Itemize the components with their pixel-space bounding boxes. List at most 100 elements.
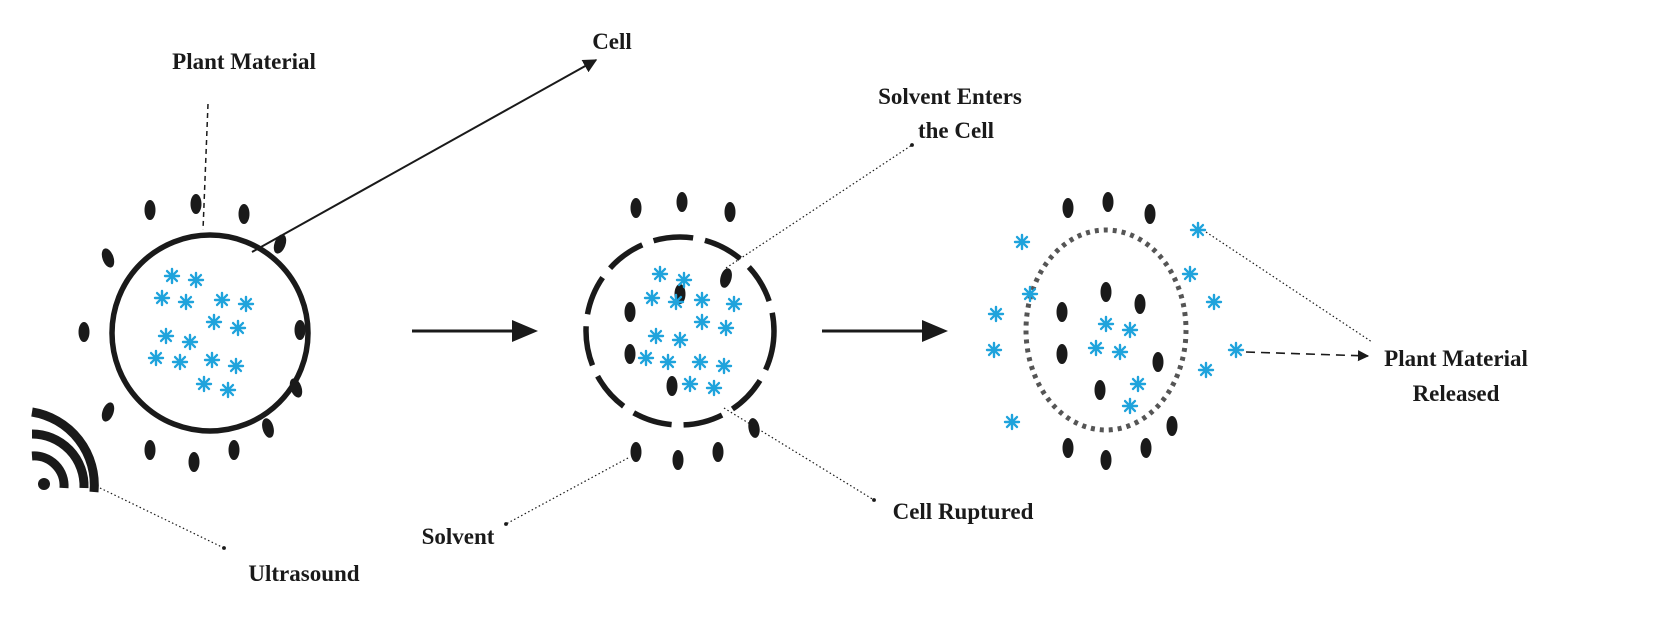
solvent-drop-icon [724,202,736,222]
asterisk-particle-icon [227,357,245,375]
plant-particles-stage3 [985,221,1245,431]
leader-ultrasound [99,487,226,550]
solvent-drop-icon [188,452,200,472]
process-arrow-2 [822,320,948,342]
asterisk-particle-icon [647,327,665,345]
asterisk-particle-icon [1181,265,1199,283]
solvent-drops-stage3 [1056,192,1178,470]
ultrasound-waves-icon [31,407,99,493]
asterisk-particle-icon [693,313,711,331]
plant-particles-stage1 [147,267,255,399]
asterisk-particle-icon [667,293,685,311]
asterisk-particle-icon [187,271,205,289]
leader-plant-material [202,103,209,231]
label-cell: Cell [592,29,632,54]
solvent-drop-icon [720,268,732,288]
stage-released-material [985,192,1245,470]
asterisk-particle-icon [1205,293,1223,311]
solvent-drop-icon [1062,198,1074,218]
asterisk-particle-icon [725,295,743,313]
solvent-drop-icon [712,442,724,462]
asterisk-particle-icon [1111,343,1129,361]
plant-particles-stage2 [637,265,743,397]
asterisk-particle-icon [181,333,199,351]
asterisk-particle-icon [717,319,735,337]
solvent-drop-icon [289,378,303,398]
solvent-drop-icon [624,302,636,322]
asterisk-particle-icon [1013,233,1031,251]
asterisk-particle-icon [1129,375,1147,393]
asterisk-particle-icon [643,289,661,307]
leader-released-upper [1205,231,1373,343]
solvent-drop-icon [748,418,760,438]
solvent-drop-icon [1166,416,1178,436]
asterisk-particle-icon [705,379,723,397]
asterisk-particle-icon [1227,341,1245,359]
solvent-drop-icon [1100,450,1112,470]
stage-intact-cell [78,194,311,472]
solvent-drop-icon [674,284,686,304]
solvent-drop-icon [672,450,684,470]
solvent-drop-icon [666,376,678,396]
asterisk-particle-icon [205,313,223,331]
asterisk-particle-icon [1197,361,1215,379]
asterisk-particle-icon [987,305,1005,323]
asterisk-particle-icon [985,341,1003,359]
solvent-drop-icon [238,204,250,224]
label-solvent-enters-line1: Solvent Enters [878,84,1022,109]
label-ultrasound: Ultrasound [248,561,359,586]
solvent-drop-icon [1094,380,1106,400]
label-plant-released-line1: Plant Material [1384,346,1528,371]
asterisk-particle-icon [691,353,709,371]
cell-membrane-ruptured [583,234,777,428]
solvent-drop-icon [262,418,274,438]
asterisk-particle-icon [1189,221,1207,239]
solvent-drop-icon [1100,282,1112,302]
asterisk-particle-icon [147,349,165,367]
asterisk-particle-icon [157,327,175,345]
asterisk-particle-icon [681,375,699,393]
solvent-drop-icon [101,248,115,268]
asterisk-particle-icon [213,291,231,309]
label-cell-ruptured: Cell Ruptured [893,499,1034,524]
asterisk-particle-icon [1087,339,1105,357]
label-solvent-enters-line2: the Cell [918,118,994,143]
solvent-drop-icon [228,440,240,460]
solvent-drop-icon [1056,344,1068,364]
process-arrow-1 [412,320,538,342]
asterisk-particle-icon [1121,397,1139,415]
solvent-drop-icon [1140,438,1152,458]
label-plant-released-line2: Released [1413,381,1500,406]
solvent-drop-icon [1062,438,1074,458]
asterisk-particle-icon [1003,413,1021,431]
solvent-drop-icon [144,200,156,220]
solvent-drop-icon [1144,204,1156,224]
leader-cell [251,59,598,253]
asterisk-particle-icon [171,353,189,371]
solvent-drop-icon [101,402,115,422]
label-solvent: Solvent [422,524,495,549]
asterisk-particle-icon [675,271,693,289]
asterisk-particle-icon [651,265,669,283]
cell-membrane-broken [1023,227,1189,433]
asterisk-particle-icon [195,375,213,393]
leader-solvent-enters [725,143,914,269]
asterisk-particle-icon [203,351,221,369]
solvent-drop-icon [624,344,636,364]
leader-released-lower [1245,350,1370,362]
label-plant-material: Plant Material [172,49,316,74]
asterisk-particle-icon [237,295,255,313]
solvent-drop-icon [1134,294,1146,314]
asterisk-particle-icon [163,267,181,285]
asterisk-particle-icon [693,291,711,309]
solvent-drop-icon [630,198,642,218]
cell-membrane-intact [109,232,311,434]
asterisk-particle-icon [153,289,171,307]
asterisk-particle-icon [671,331,689,349]
asterisk-particle-icon [229,319,247,337]
solvent-drop-icon [190,194,202,214]
solvent-drop-icon [630,442,642,462]
asterisk-particle-icon [1097,315,1115,333]
solvent-drop-icon [676,192,688,212]
solvent-drop-icon [1056,302,1068,322]
